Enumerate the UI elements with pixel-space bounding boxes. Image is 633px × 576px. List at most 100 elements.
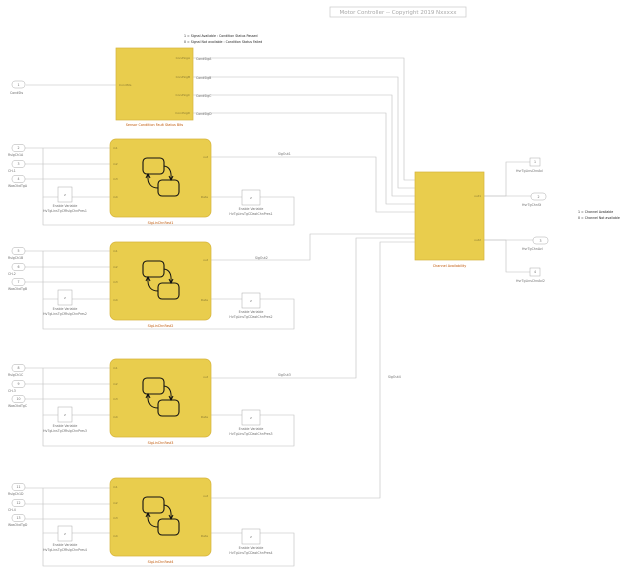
channel-availability-block[interactable]: out1 out2 (414, 171, 485, 261)
enable-caption: Enable Variable (239, 427, 264, 431)
svg-text:CondSigA: CondSigA (176, 56, 191, 60)
svg-text:z: z (64, 413, 66, 417)
stateflow-icon (142, 496, 180, 536)
enable-variable-right-1[interactable]: z (241, 189, 261, 206)
svg-text:in4: in4 (113, 415, 118, 419)
svg-text:in4: in4 (113, 195, 118, 199)
inport-label: RslgCh1C (8, 373, 24, 377)
svg-text:6: 6 (17, 265, 19, 269)
sensor-out-label-2: CondSigB (196, 76, 211, 80)
enable-caption: Enable Variable (53, 307, 78, 311)
enable-caption: Enable Variable (53, 543, 78, 547)
channel-legend-line-1: 1 = Channel Available (578, 210, 613, 214)
inport-label: WasOkdTgD (8, 523, 28, 527)
svg-text:CondSigB: CondSigB (176, 75, 190, 79)
svg-text:out: out (203, 258, 209, 262)
enable-caption-name: HvTgLinsTgCDastChnPres1 (229, 212, 272, 216)
svg-text:CondSigC: CondSigC (176, 93, 190, 97)
svg-text:in4: in4 (113, 298, 118, 302)
enable-variable-left-4[interactable]: z (57, 525, 73, 542)
enable-caption: Enable Variable (239, 546, 264, 550)
enable-variable-left-3[interactable]: z (57, 406, 73, 423)
chart-label: SigLinChnFast1 (148, 221, 174, 225)
enable-caption-name: HvTgLinsTgCDastChnPres3 (229, 432, 272, 436)
inport-label: CH-2 (8, 272, 16, 276)
sensor-condition-block[interactable]: CondSts CondSigA CondSigB CondSigC CondS… (115, 47, 194, 121)
outport-4[interactable]: 4 HvrTgLinsChnAvl2 (516, 267, 545, 283)
inport-label: WasOkdTgB (8, 287, 27, 291)
svg-text:z: z (64, 193, 66, 197)
outport-3[interactable]: 3 HvrTgChnAvl (522, 236, 549, 251)
svg-text:in3: in3 (113, 280, 118, 284)
enable-variable-right-3[interactable]: z (241, 409, 261, 426)
svg-text:2: 2 (17, 146, 19, 150)
model-header[interactable]: Motor Controller -- Copyright 2019 Nxxxx… (329, 6, 467, 18)
outport-2[interactable]: 2 HvrTgChnSt (522, 192, 547, 207)
inport-ch1-2[interactable]: 3CH-1 (8, 160, 26, 174)
svg-text:10: 10 (16, 397, 20, 401)
svg-text:in1: in1 (113, 146, 118, 150)
svg-text:in2: in2 (113, 501, 118, 505)
enable-variable-left-2[interactable]: z (57, 289, 73, 306)
svg-text:5: 5 (17, 249, 19, 253)
stateflow-icon (142, 377, 180, 417)
stateflow-icon (142, 260, 180, 300)
inport-ch3-2[interactable]: 9CH-3 (8, 380, 26, 394)
svg-text:out: out (203, 494, 209, 498)
chart-label: SigLinChnFast3 (148, 441, 174, 445)
enable-caption-name: HvTgLinsTgCfRslgChnPres3 (43, 429, 87, 433)
svg-text:out: out (203, 375, 209, 379)
signal-label-3: SigOut3 (278, 373, 291, 377)
svg-text:Data: Data (201, 195, 208, 199)
outport-4-label: HvrTgLinsChnAvl2 (516, 279, 545, 283)
enable-caption-name: HvTgLinsTgCfRslgChnPres4 (43, 548, 87, 552)
channel-legend-line-2: 0 = Channel Not available (578, 216, 620, 220)
outport-1[interactable]: 1 HvrTgLinsChnAvl (516, 157, 543, 173)
svg-text:in3: in3 (113, 177, 118, 181)
enable-caption: Enable Variable (239, 207, 264, 211)
enable-variable-right-2[interactable]: z (241, 292, 261, 309)
svg-text:out2: out2 (474, 238, 481, 242)
svg-text:13: 13 (16, 516, 20, 520)
inport-label: RslgCh1B (8, 256, 23, 260)
enable-variable-right-4[interactable]: z (241, 528, 261, 545)
sensor-block-label: Sensor Condition Fault Status Bits (126, 123, 184, 127)
enable-variable-left-1[interactable]: z (57, 186, 73, 203)
svg-text:z: z (64, 296, 66, 300)
svg-text:in2: in2 (113, 162, 118, 166)
svg-text:in1: in1 (113, 249, 118, 253)
model-title: Motor Controller -- Copyright 2019 Nxxxx… (340, 10, 458, 16)
svg-text:in1: in1 (113, 366, 118, 370)
chart-label: SigLinChnFast4 (148, 560, 174, 564)
inport-ch2-2[interactable]: 6CH-2 (8, 263, 26, 277)
outport-2-label: HvrTgChnSt (522, 203, 542, 207)
sensor-out-label-1: CondSigA (196, 57, 212, 61)
sensor-legend-line-1: 1 = Signal Available : Condition Status … (184, 34, 258, 38)
stateflow-icon (142, 157, 180, 197)
inport-condsts[interactable]: 1 CondSts (10, 80, 26, 95)
svg-text:in1: in1 (113, 485, 118, 489)
inport-label: RslgCh1D (8, 492, 24, 496)
svg-text:2: 2 (537, 195, 539, 199)
svg-text:in3: in3 (113, 516, 118, 520)
inport-label: WasOkdTgC (8, 404, 28, 408)
